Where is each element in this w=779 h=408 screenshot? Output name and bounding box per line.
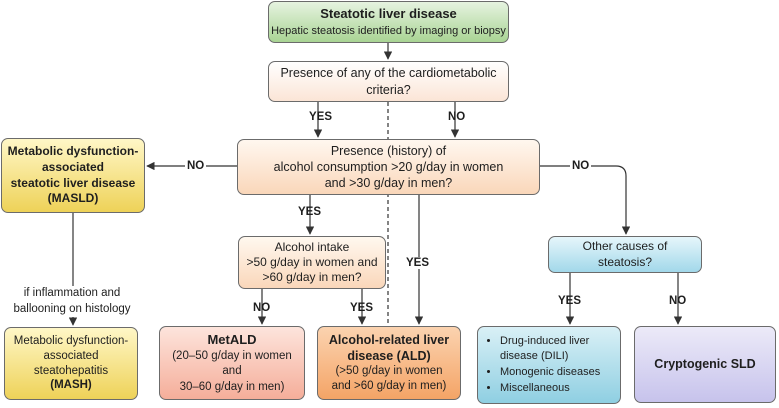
masld-line-4: (MASLD): [47, 191, 99, 206]
arrow-alcohol-no-other: [540, 165, 631, 235]
cryptogenic-sld-box: Cryptogenic SLD: [634, 326, 776, 403]
ald-box: Alcohol-related liver disease (ALD) (>50…: [317, 326, 461, 400]
ald-title-2: disease (ALD): [347, 349, 431, 364]
metald-title: MetALD: [207, 331, 257, 347]
other-line-1: Other causes of: [582, 238, 668, 253]
label-cardio-no: NO: [448, 111, 466, 123]
cardio-line-2: criteria?: [366, 82, 411, 97]
mash-line-2: associated: [43, 349, 99, 362]
other-line-2: steatosis?: [597, 254, 653, 269]
metald-box: MetALD (20–50 g/day in women and 30–60 g…: [159, 326, 305, 400]
mash-line-1: Metabolic dysfunction-: [13, 334, 129, 347]
metald-line-1: (20–50 g/day in women: [172, 349, 292, 362]
label-cardio-yes: YES: [309, 111, 333, 123]
steatotic-subtitle: Hepatic steatosis identified by imaging …: [271, 24, 506, 37]
alcohol-line-3: and >30 g/day in men?: [324, 176, 453, 191]
masld-line-3: steatotic liver disease: [10, 175, 136, 190]
label-intake-no: NO: [253, 302, 271, 314]
masld-box: Metabolic dysfunction- associated steato…: [1, 138, 145, 213]
masld-line-2: associated: [41, 159, 105, 174]
steatotic-title: Steatotic liver disease: [320, 5, 457, 21]
ald-line-1: (>50 g/day in women: [335, 365, 443, 378]
cardiometabolic-criteria-box: Presence of any of the cardiometabolic c…: [268, 61, 509, 102]
label-other-no: NO: [669, 295, 687, 307]
metald-line-3: 30–60 g/day in men): [179, 380, 285, 393]
mash-box: Metabolic dysfunction- associated steato…: [4, 327, 138, 400]
label-other-yes: YES: [558, 295, 582, 307]
annotation-line-1: if inflammation and: [23, 287, 121, 299]
cryptogenic-title: Cryptogenic SLD: [654, 357, 756, 372]
metald-line-2: and: [222, 365, 242, 378]
steatotic-liver-disease-box: Steatotic liver disease Hepatic steatosi…: [268, 1, 509, 43]
masld-line-1: Metabolic dysfunction-: [7, 144, 139, 159]
label-alcohol-no-left: NO: [185, 160, 207, 172]
alcohol-line-2: alcohol consumption >20 g/day in women: [273, 159, 504, 174]
ald-line-2: and >60 g/day in men): [331, 380, 447, 393]
mash-line-4: (MASH): [50, 379, 92, 392]
other-causes-list: Drug-induced liver disease (DILI) Monoge…: [478, 332, 620, 397]
label-intake-yes: YES: [350, 302, 374, 314]
histology-annotation: if inflammation and ballooning on histol…: [8, 286, 136, 318]
label-alcohol-yes-ald: YES: [405, 257, 431, 269]
alcohol-line-1: Presence (history) of: [330, 143, 447, 158]
other-causes-list-box: Drug-induced liver disease (DILI) Monoge…: [477, 326, 621, 404]
annotation-line-2: ballooning on histology: [13, 302, 131, 315]
intake-line-3: >60 g/day in men?: [262, 270, 362, 284]
list-item-monogenic: Monogenic diseases: [500, 365, 614, 379]
intake-line-2: >50 g/day in women and: [246, 255, 378, 269]
intake-line-1: Alcohol intake: [274, 240, 350, 254]
label-alcohol-no-right: NO: [570, 160, 592, 172]
list-item-dili: Drug-induced liver disease (DILI): [500, 334, 614, 363]
list-item-miscellaneous: Miscellaneous: [500, 381, 614, 395]
ald-title-1: Alcohol-related liver: [328, 332, 450, 347]
other-causes-box: Other causes of steatosis?: [548, 236, 702, 273]
label-alcohol-yes-intake: YES: [298, 206, 322, 218]
mash-line-3: steatohepatitis: [33, 364, 109, 377]
alcohol-intake-box: Alcohol intake >50 g/day in women and >6…: [238, 236, 386, 289]
alcohol-consumption-box: Presence (history) of alcohol consumptio…: [237, 139, 540, 195]
cardio-line-1: Presence of any of the cardiometabolic: [280, 66, 497, 81]
